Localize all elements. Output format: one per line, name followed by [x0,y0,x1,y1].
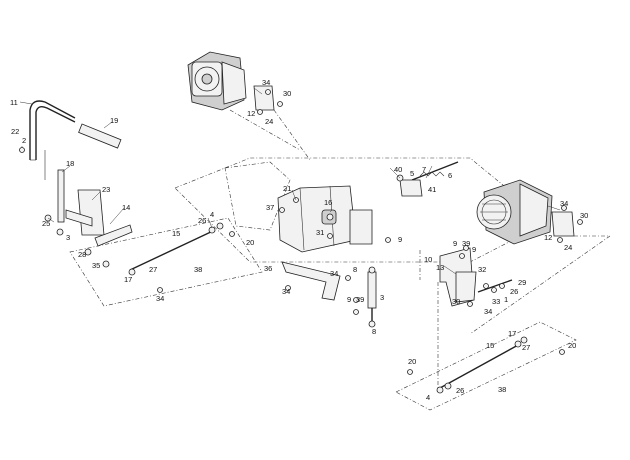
callout-1: 1 [504,295,508,304]
bottom-platform-outline [395,321,577,411]
callout-34: 34 [262,78,270,87]
callout-31: 31 [316,228,324,237]
callout-8: 8 [353,265,357,274]
center-mount-frame [277,185,357,253]
callout-12: 12 [544,233,552,242]
leader-lines [19,87,561,275]
callout-10: 10 [424,255,432,264]
steering-handle-assembly [19,100,133,268]
callout-34: 34 [560,199,568,208]
shock-absorber [367,271,377,309]
callout-27: 27 [149,265,157,274]
callout-34: 34 [330,269,338,278]
callout-35: 35 [92,261,100,270]
callout-13: 13 [436,263,444,272]
handle-grip [78,123,122,149]
callout-12: 12 [247,109,255,118]
callout-labels: 11 19 22 2 18 23 14 25 3 28 35 17 27 38 … [10,78,588,402]
callout-9: 9 [398,235,402,244]
callout-9: 9 [347,295,351,304]
callout-26: 26 [510,287,518,296]
callout-21: 21 [283,184,291,193]
callout-36: 36 [264,264,272,273]
callout-15: 15 [486,341,494,350]
callout-26: 26 [198,216,206,225]
support-plate [57,169,65,223]
callout-30: 30 [580,211,588,220]
callout-16: 16 [324,198,332,207]
transmission-top [187,51,283,115]
callout-9: 9 [453,239,457,248]
callout-7: 7 [422,165,426,174]
callout-32: 32 [478,265,486,274]
callout-41: 41 [428,185,436,194]
transmission-right [476,179,583,245]
callout-14: 14 [122,203,130,212]
callout-15: 15 [172,229,180,238]
callout-19: 19 [110,116,118,125]
callout-20: 20 [246,238,254,247]
callout-28: 28 [78,250,86,259]
callout-17: 17 [124,275,132,284]
callout-34: 34 [484,307,492,316]
linkage-rod-bottom [439,343,521,389]
handle-bar [29,100,76,160]
callout-2: 2 [22,136,26,145]
callout-40: 40 [394,165,402,174]
callout-39: 39 [462,239,470,248]
callout-22: 22 [11,127,19,136]
callout-29: 29 [518,278,526,287]
callout-17: 17 [508,329,516,338]
callout-11: 11 [10,98,18,107]
mount-bracket-right [551,211,575,237]
callout-24: 24 [564,243,572,252]
callout-38: 38 [194,265,202,274]
callout-24: 24 [265,117,273,126]
linkage-rod-left [129,229,216,271]
callout-33: 33 [492,297,500,306]
callout-27: 27 [522,343,530,352]
callout-26: 26 [456,386,464,395]
lever-bracket [77,189,105,236]
callout-3: 3 [380,293,384,302]
callout-9: 9 [472,245,476,254]
callout-20: 20 [568,341,576,350]
center-bracket [281,261,341,301]
left-platform-outline [69,217,263,307]
callout-5: 5 [410,169,414,178]
callout-34: 34 [282,287,290,296]
callout-3: 3 [66,233,70,242]
callout-6: 6 [448,171,452,180]
callout-25: 25 [42,219,50,228]
callout-38: 38 [498,385,506,394]
callout-39: 39 [356,295,364,304]
callout-23: 23 [102,185,110,194]
lever-link [94,224,133,247]
callout-8: 8 [372,327,376,336]
callout-30: 30 [283,89,291,98]
mount-bracket-top [253,85,275,111]
callout-20: 20 [408,357,416,366]
callout-18: 18 [66,159,74,168]
callout-37: 37 [266,203,274,212]
callout-30: 30 [452,297,460,306]
callout-34: 34 [156,294,164,303]
callout-4: 4 [210,210,214,219]
callout-4: 4 [426,393,430,402]
